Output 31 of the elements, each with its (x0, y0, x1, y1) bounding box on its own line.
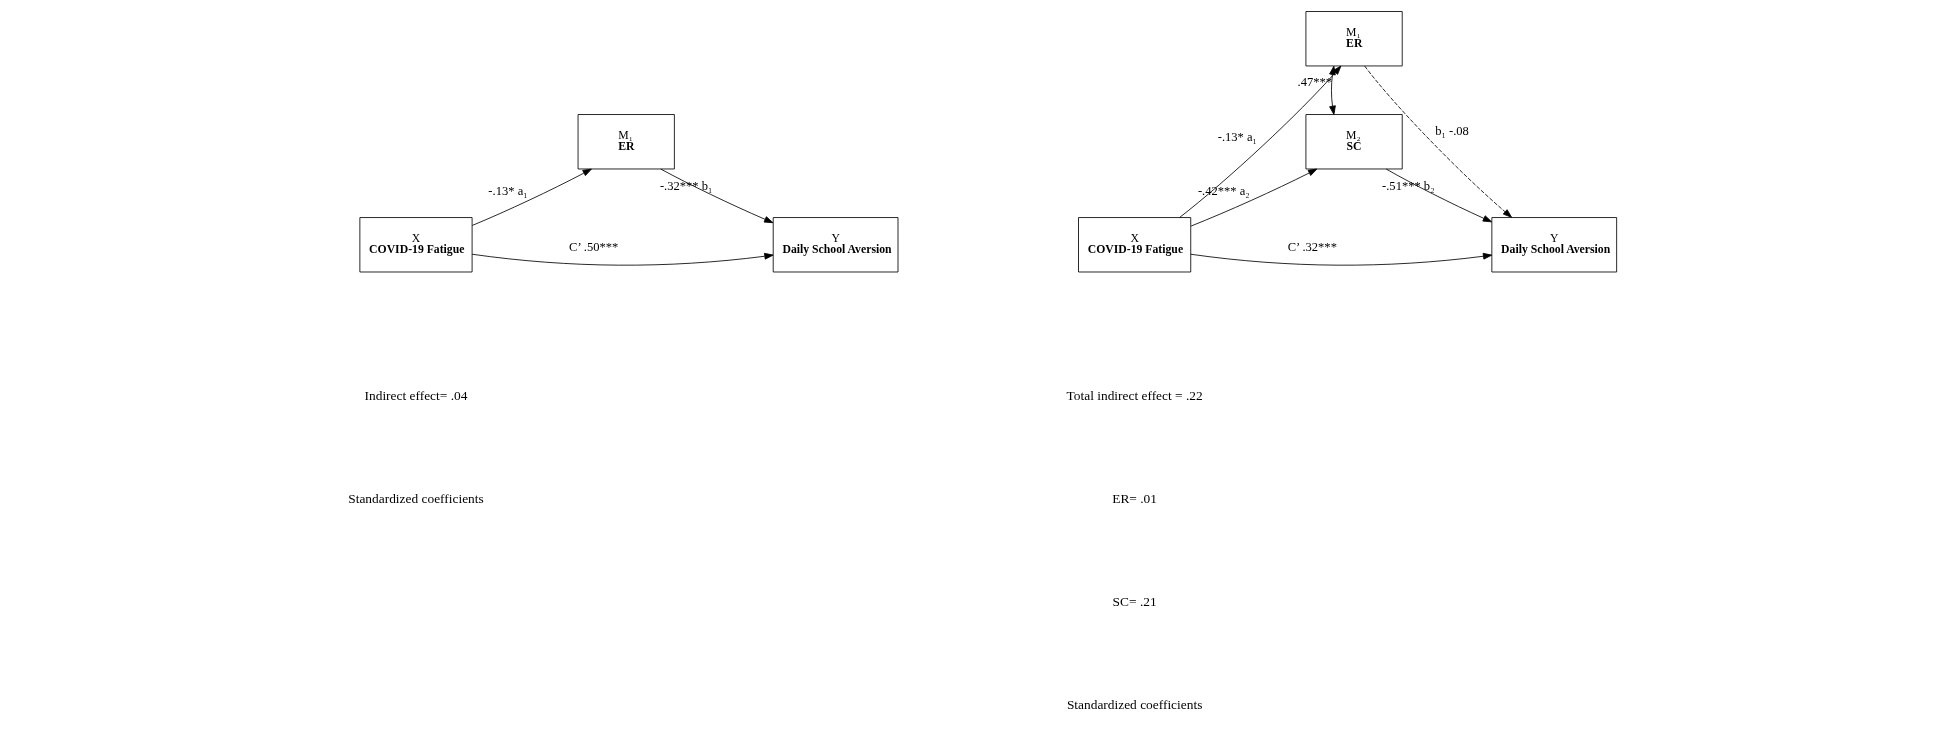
arrow (1190, 252, 1493, 266)
node-box: M₁ ER (577, 114, 675, 170)
node-box: Y Daily School Aversion (772, 217, 899, 273)
edge-label: b₁ -.08 (1435, 123, 1469, 138)
node-box: X COVID-19 Fatigue (1078, 217, 1192, 273)
node-box: M₂ SC (1305, 114, 1403, 170)
arrow (1364, 65, 1512, 218)
arrow (471, 252, 774, 266)
arrow (1329, 65, 1336, 115)
arrow (660, 168, 774, 224)
arrow (1385, 168, 1493, 223)
label: Total indirect effect = .22 (1066, 388, 1203, 404)
edge-label: C’ .32*** (1287, 240, 1337, 255)
edge-label: -.32*** b₁ (659, 179, 713, 194)
label: SC= .21 (1112, 594, 1157, 610)
edge-label: -.51*** b₂ (1382, 178, 1435, 193)
label: Standardized coefficients (1066, 697, 1203, 713)
arrow (1190, 168, 1318, 227)
label: Indirect effect= .04 (364, 388, 468, 404)
arrow (1179, 65, 1342, 218)
edge-label: -.13* a₁ (1217, 129, 1257, 144)
edge-label: .47*** (1297, 75, 1333, 90)
node-box: M₁ ER (1305, 11, 1403, 67)
arrow (471, 168, 592, 226)
edge-label: C’ .50*** (569, 240, 619, 255)
label: ER= .01 (1112, 491, 1157, 507)
node-box: Y Daily School Aversion (1491, 217, 1618, 273)
node-box: X COVID-19 Fatigue (359, 217, 473, 273)
label: Standardized coefficients (348, 491, 484, 507)
edge-label: -.42*** a₂ (1197, 184, 1250, 199)
edge-label: -.13* a₁ (488, 184, 528, 199)
